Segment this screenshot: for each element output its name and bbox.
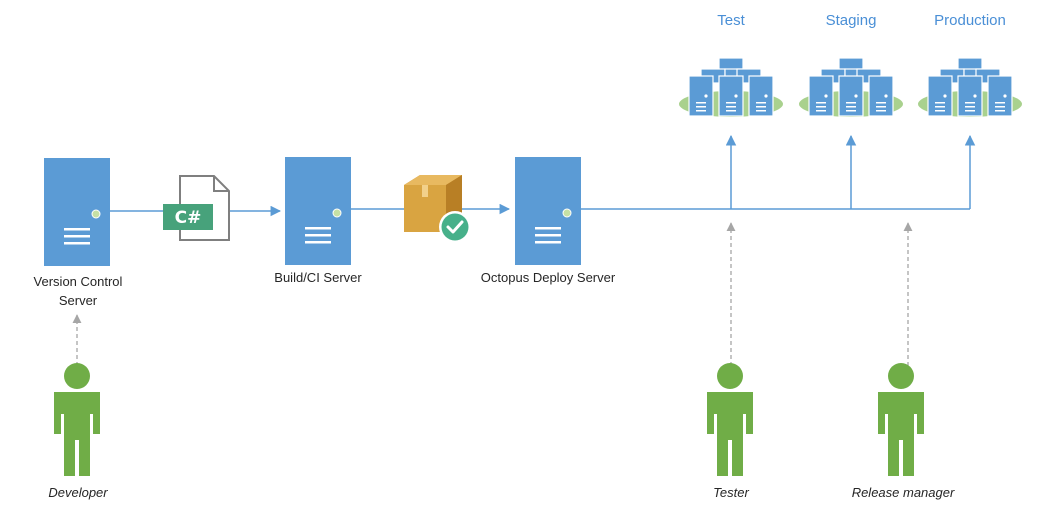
- octopus-deploy-server-icon: [514, 156, 582, 266]
- production-environment-servers-icon: [918, 58, 1022, 117]
- developer-person-icon: [54, 363, 100, 476]
- test-environment-servers-icon: [679, 58, 783, 117]
- developer-label: Developer: [48, 485, 108, 500]
- csharp-file-icon: C#: [163, 175, 230, 241]
- release-manager-person-icon: [878, 363, 924, 476]
- version-control-label-line1: Version Control: [33, 274, 123, 289]
- build-ci-server-label: Build/CI Server: [274, 270, 362, 285]
- staging-environment-servers-icon: [799, 58, 903, 117]
- check-badge-icon: [439, 211, 471, 243]
- csharp-file-text: C#: [175, 208, 202, 228]
- tester-label: Tester: [713, 485, 749, 500]
- environment-label-production: Production: [934, 12, 1006, 29]
- build-ci-server-icon: [284, 156, 352, 266]
- environment-label-test: Test: [717, 12, 745, 29]
- version-control-server-label: Version Control Server: [18, 272, 138, 310]
- tester-person-icon: [707, 363, 753, 476]
- release-manager-label: Release manager: [851, 485, 955, 500]
- version-control-label-line2: Server: [58, 293, 98, 308]
- environment-label-staging: Staging: [825, 12, 877, 29]
- version-control-server-icon: [43, 157, 111, 267]
- octopus-deploy-server-label: Octopus Deploy Server: [480, 270, 616, 285]
